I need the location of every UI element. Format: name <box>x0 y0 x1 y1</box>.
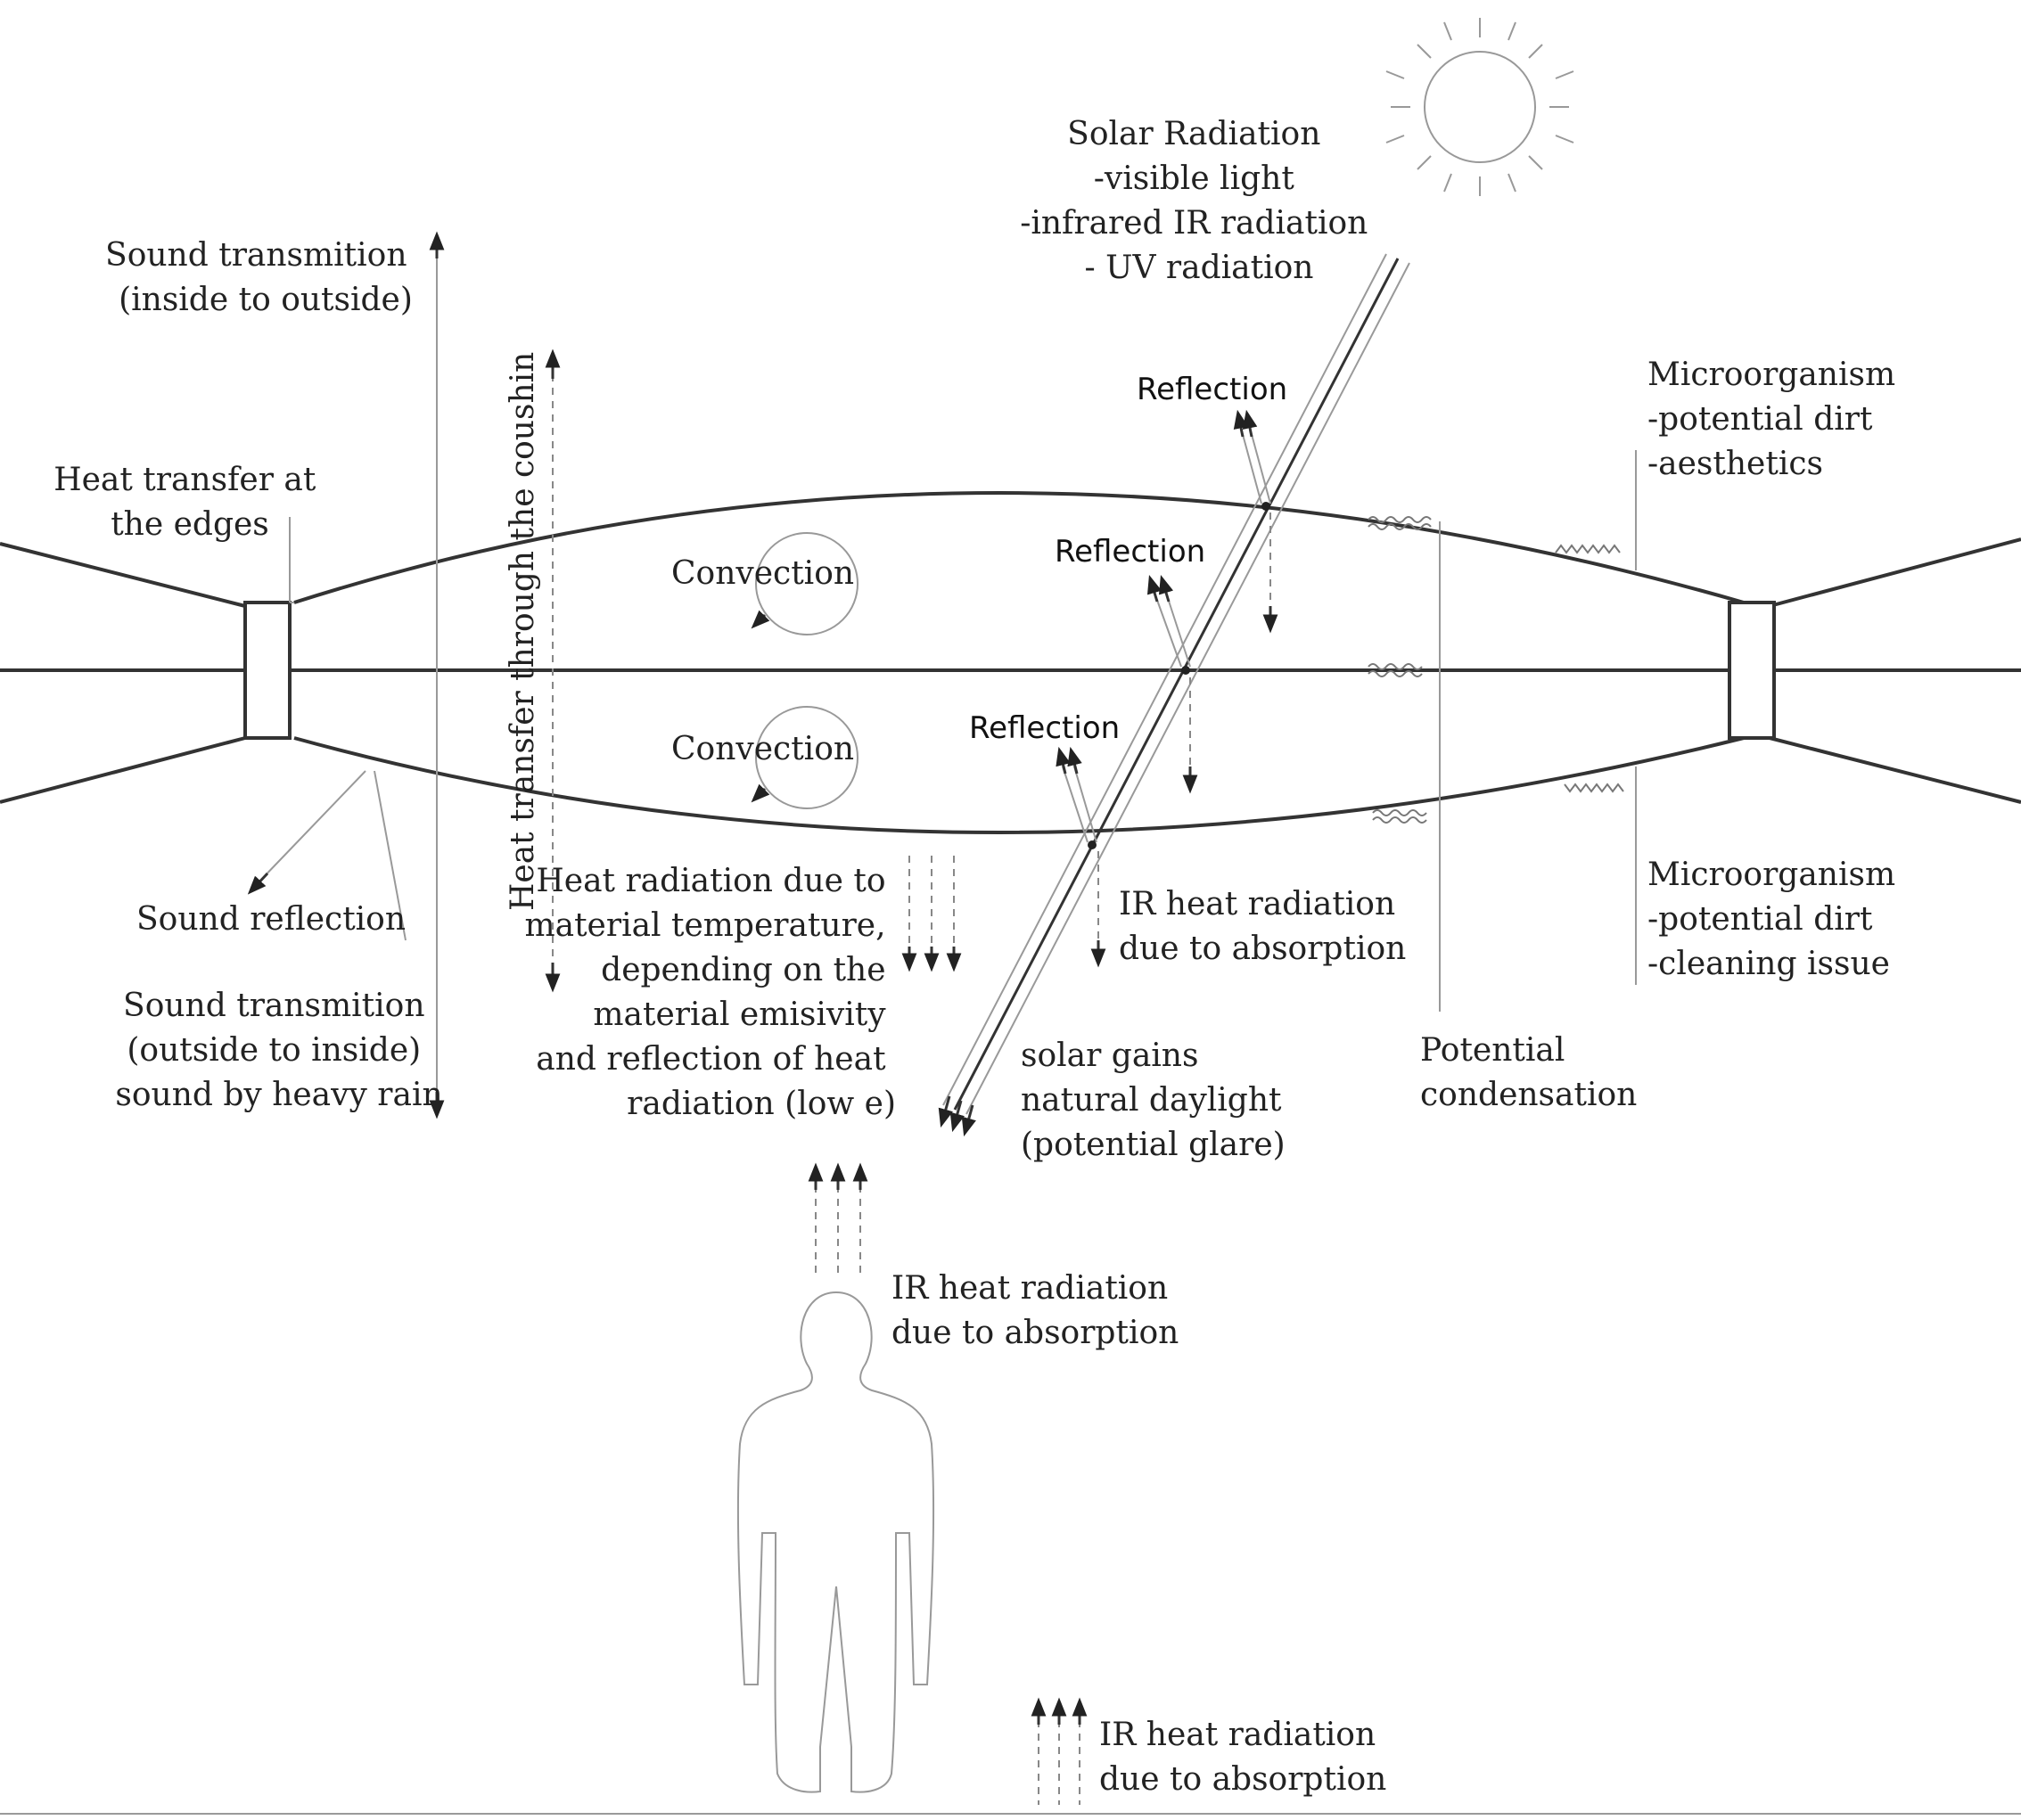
solar-ray <box>938 253 1410 1137</box>
ir-heat-radiation-person-label: IR heat radiation due to absorption <box>891 1270 1179 1351</box>
sound-transmition-outside-inside-label: Sound transmition (outside to inside) so… <box>115 988 442 1113</box>
solar-gains-label: solar gains natural daylight (potential … <box>1021 1037 1292 1163</box>
right-clamp <box>1728 601 1776 740</box>
ir-floor-arrows <box>1031 1697 1088 1805</box>
cushion-structure <box>0 491 2021 834</box>
sound-reflection-label: Sound reflection <box>136 901 406 938</box>
microorganism-marks <box>1555 450 1637 985</box>
left-edge-profile <box>0 542 246 804</box>
reflection-middle-arrows <box>1146 574 1198 794</box>
heat-transfer-cushion-label: Heat transfer through the coushin <box>505 352 541 911</box>
ir-person-arrows <box>808 1162 868 1275</box>
right-edge-profile <box>1769 537 2021 804</box>
potential-condensation-label: Potential condensation <box>1420 1032 1637 1113</box>
solar-radiation-label: Solar Radiation -visible light -infrared… <box>1020 116 1378 286</box>
heat-radiation-material-arrows <box>901 856 962 972</box>
heat-transfer-edges-label: Heat transfer at the edges <box>53 462 326 543</box>
reflection-middle-label: Reflection <box>1055 534 1205 570</box>
ir-heat-radiation-floor-label: IR heat radiation due to absorption <box>1099 1717 1386 1798</box>
person-silhouette <box>736 1291 935 1793</box>
reflection-top-label: Reflection <box>1137 372 1287 407</box>
convection-lower-label: Convection <box>671 731 854 767</box>
reflection-top-arrows <box>1233 409 1278 634</box>
condensation-marks <box>1368 516 1441 1012</box>
sun-icon <box>1385 18 1574 196</box>
convection-lower-icon <box>751 706 859 809</box>
sound-reflection-arrows <box>247 770 407 941</box>
microorganism-top-label: Microorganism -potential dirt -aesthetic… <box>1647 357 1906 482</box>
left-clamp <box>243 601 292 740</box>
reflection-bottom-label: Reflection <box>969 710 1120 746</box>
heat-radiation-material-label: Heat radiation due to material temperatu… <box>524 863 896 1122</box>
reflection-bottom-arrows <box>1056 746 1106 968</box>
microorganism-bottom-label: Microorganism -potential dirt -cleaning … <box>1647 857 1906 982</box>
convection-upper-icon <box>751 532 859 635</box>
ir-heat-radiation-cushion-label: IR heat radiation due to absorption <box>1119 886 1406 967</box>
sound-transmition-inside-outside-label: Sound transmition (inside to outside) <box>105 237 417 318</box>
inner-membrane <box>293 736 1745 834</box>
outer-membrane <box>293 491 1745 604</box>
convection-upper-label: Convection <box>671 555 854 592</box>
